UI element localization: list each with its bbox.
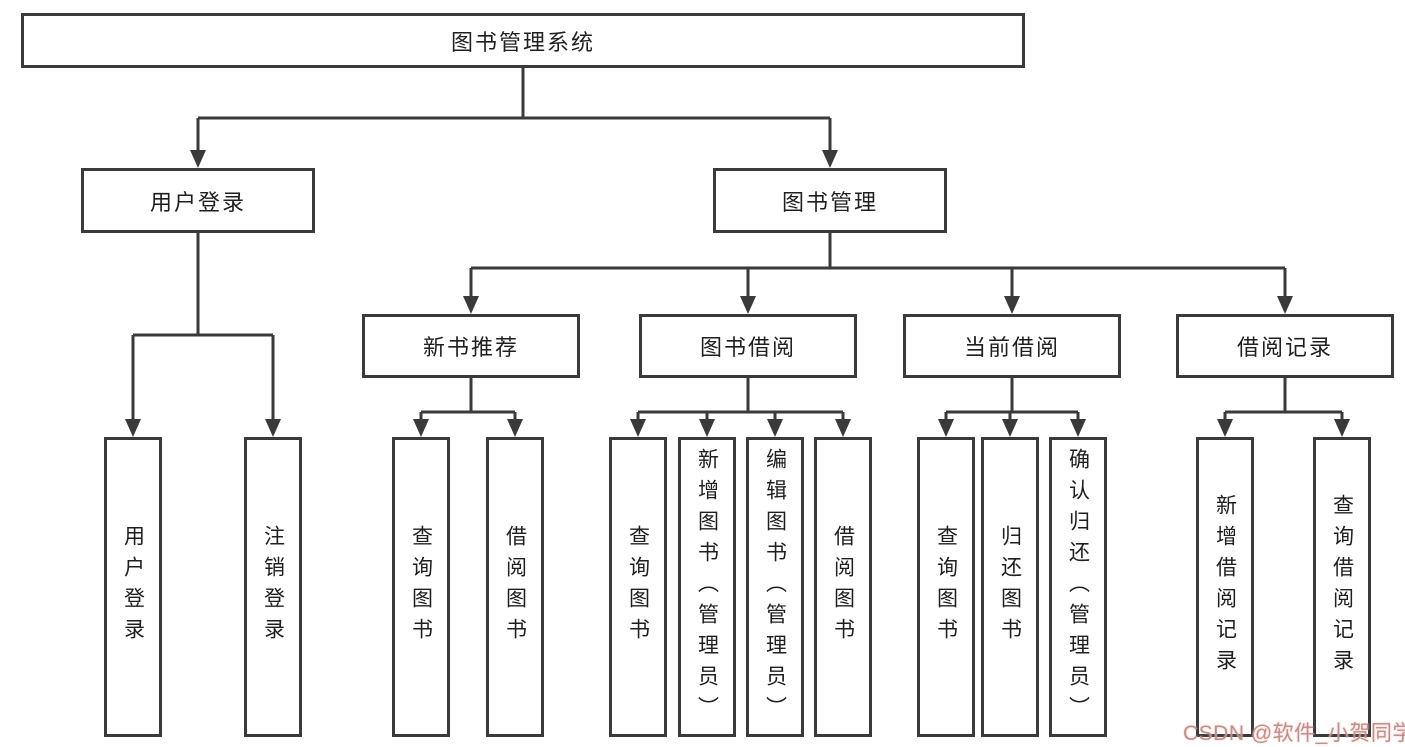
leaf-query-books: 查询图书: [917, 437, 975, 737]
leaf-label: 新增借阅记录: [1213, 494, 1237, 680]
leaf-borrow-books: 借阅图书: [814, 437, 872, 737]
node-label: 图书管理: [781, 189, 878, 215]
leaf-logout: 注销登录: [244, 437, 302, 737]
connector-borrow-records-junction: [1223, 378, 1344, 419]
leaf-label: 查询图书: [409, 525, 433, 649]
node-library-management-system: 图书管理系统: [21, 13, 1025, 68]
leaf-confirm-return-admin: 确认归还（管理员）: [1049, 437, 1107, 737]
leaf-return-books: 归还图书: [981, 437, 1039, 737]
leaf-label: 用户登录: [121, 525, 145, 649]
connector-book-management-junction: [469, 233, 1287, 296]
node-label: 当前借阅: [963, 335, 1060, 360]
leaf-label: 借阅图书: [831, 525, 855, 649]
node-label: 用户登录: [149, 189, 246, 215]
leaf-query-books: 查询图书: [392, 437, 450, 737]
connector-current-borrow-junction: [944, 378, 1080, 419]
leaf-query-borrow-record: 查询借阅记录: [1313, 437, 1371, 737]
leaf-label: 查询借阅记录: [1330, 494, 1354, 680]
leaf-label: 借阅图书: [503, 525, 527, 649]
node-new-book-recommendation: 新书推荐: [362, 314, 580, 378]
node-label: 借阅记录: [1236, 335, 1333, 360]
leaf-label: 新增图书（管理员）: [695, 447, 719, 727]
leaf-label: 查询图书: [934, 525, 958, 649]
node-borrowing-records: 借阅记录: [1176, 314, 1394, 378]
leaf-label: 注销登录: [261, 525, 285, 649]
connector-book-borrow-junction: [636, 378, 845, 419]
node-user-login: 用户登录: [81, 168, 315, 233]
node-label: 图书借阅: [699, 335, 796, 360]
connector-user-login-junction: [131, 233, 275, 419]
watermark: CSDN @软件_小贺同学: [1183, 722, 1405, 745]
leaf-label: 编辑图书（管理员）: [763, 447, 787, 727]
leaf-label: 查询图书: [626, 525, 650, 649]
node-book-management: 图书管理: [713, 168, 947, 233]
connector-new-books-junction: [419, 378, 517, 419]
node-current-borrowing: 当前借阅: [903, 314, 1121, 378]
leaf-label: 归还图书: [998, 525, 1022, 649]
leaf-add-borrow-record: 新增借阅记录: [1196, 437, 1254, 737]
leaf-label: 确认归还（管理员）: [1066, 447, 1090, 727]
node-label: 图书管理系统: [450, 29, 595, 55]
leaf-add-books-admin: 新增图书（管理员）: [678, 437, 736, 737]
leaf-borrow-books: 借阅图书: [486, 437, 544, 737]
leaf-user-login: 用户登录: [104, 437, 162, 737]
node-label: 新书推荐: [422, 335, 519, 360]
leaf-query-books: 查询图书: [609, 437, 667, 737]
connector-root-junction: [196, 68, 832, 150]
leaf-edit-books-admin: 编辑图书（管理员）: [746, 437, 804, 737]
node-book-borrowing: 图书借阅: [639, 314, 857, 378]
arrowheads: [125, 150, 1350, 437]
